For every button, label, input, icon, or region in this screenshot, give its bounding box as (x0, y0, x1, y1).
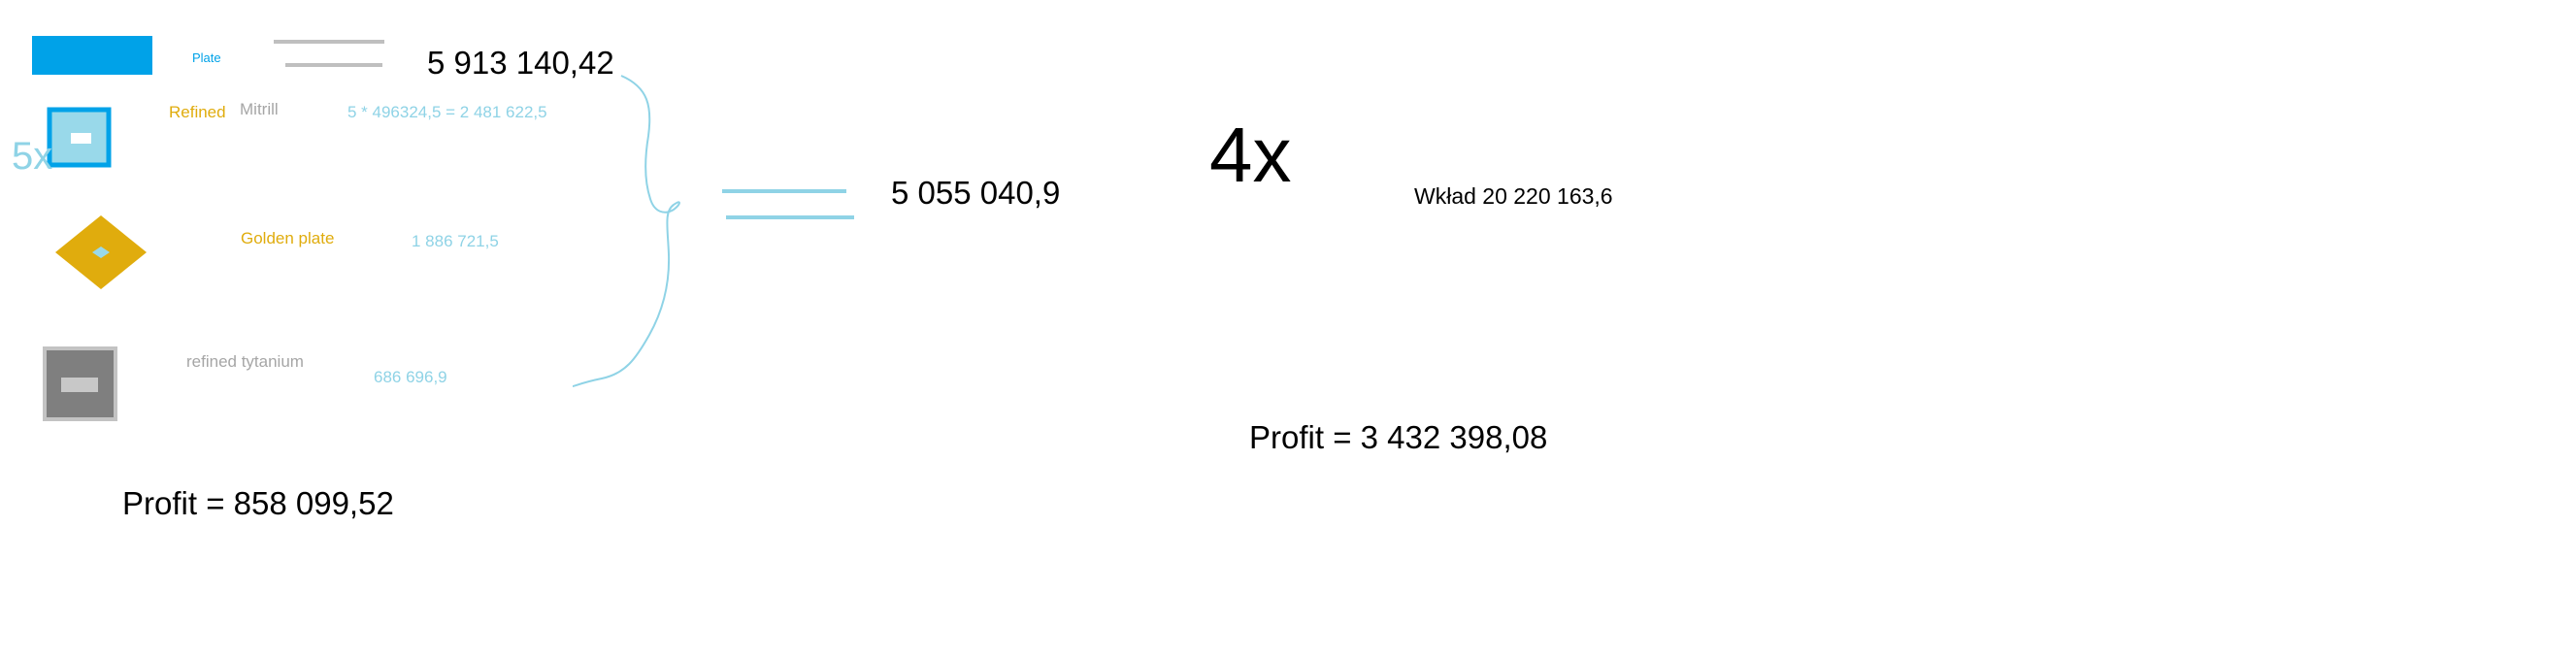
curly-brace (572, 75, 680, 387)
titanium-label: refined tytanium (186, 352, 304, 371)
refined-label: Refined (169, 103, 226, 121)
multiplier-left: 5x (12, 135, 53, 178)
profit-right: Profit = 3 432 398,08 (1249, 419, 1548, 455)
mitrill-icon (47, 107, 112, 168)
contribution-value: Wkład 20 220 163,6 (1414, 183, 1613, 209)
golden-plate-value: 1 886 721,5 (412, 232, 499, 250)
plate-swatch (32, 36, 152, 75)
top-double-line (274, 40, 384, 67)
mid-value: 5 055 040,9 (891, 175, 1061, 211)
golden-plate-label: Golden plate (241, 229, 335, 247)
multiplier-right: 4x (1209, 112, 1292, 198)
plate-label: Plate (192, 50, 221, 65)
mitrill-label: Mitrill (240, 100, 279, 118)
titanium-value: 686 696,9 (374, 368, 447, 386)
titanium-icon (43, 346, 117, 421)
golden-plate-icon (55, 215, 147, 289)
total-top-value: 5 913 140,42 (427, 45, 614, 81)
profit-left: Profit = 858 099,52 (122, 485, 394, 521)
equals-double-line (722, 189, 854, 219)
mitrill-calc: 5 * 496324,5 = 2 481 622,5 (347, 103, 547, 121)
